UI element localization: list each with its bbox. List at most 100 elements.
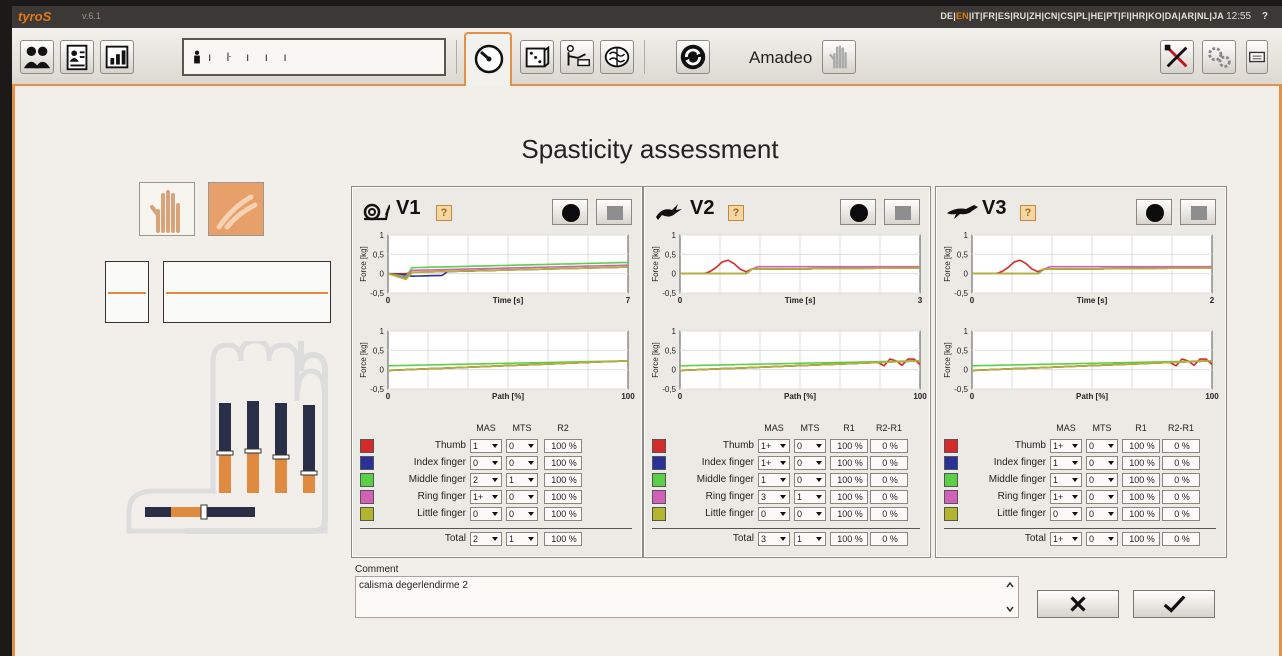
stop-button[interactable]: [1180, 199, 1216, 225]
language-option-da[interactable]: DA: [1164, 11, 1179, 21]
score-dropdown[interactable]: 1: [1050, 456, 1082, 470]
score-dropdown[interactable]: 0: [1050, 507, 1082, 521]
tab-cognitive[interactable]: [600, 40, 634, 74]
help-button[interactable]: ?: [1020, 205, 1036, 221]
score-dropdown[interactable]: 0: [1086, 439, 1118, 453]
score-dropdown[interactable]: 0: [506, 456, 538, 470]
score-dropdown[interactable]: 0: [794, 507, 826, 521]
total-dropdown[interactable]: 1+: [1050, 532, 1082, 546]
tab-therapy[interactable]: [560, 40, 594, 74]
language-option-ko[interactable]: KO: [1148, 11, 1162, 21]
total-dropdown[interactable]: 1: [794, 532, 826, 546]
score-dropdown[interactable]: 0: [794, 456, 826, 470]
total-value: 100 %: [1122, 532, 1160, 546]
language-option-en[interactable]: EN: [955, 11, 969, 21]
patient-file-button[interactable]: [60, 40, 94, 74]
score-dropdown[interactable]: 1: [794, 490, 826, 504]
trace-line: [108, 292, 146, 294]
tab-assessment[interactable]: [464, 32, 512, 88]
language-option-fi[interactable]: FI: [1120, 11, 1130, 21]
title-bar: tyroS v.6.1 DE|EN|IT|FR|ES|RU|ZH|CN|CS|P…: [12, 6, 1282, 28]
total-label: Total: [1024, 533, 1046, 544]
confirm-button[interactable]: [1133, 590, 1215, 618]
language-option-hr[interactable]: HR: [1131, 11, 1146, 21]
score-dropdown[interactable]: 0: [506, 439, 538, 453]
score-dropdown[interactable]: 1+: [470, 490, 502, 504]
score-dropdown[interactable]: 1+: [1050, 490, 1082, 504]
language-option-zh[interactable]: ZH: [1029, 11, 1042, 21]
tab-games[interactable]: [520, 40, 554, 74]
score-dropdown[interactable]: 0: [1086, 490, 1118, 504]
score-dropdown[interactable]: 0: [1086, 456, 1118, 470]
language-option-nl[interactable]: NL: [1196, 11, 1210, 21]
total-dropdown[interactable]: 1: [506, 532, 538, 546]
score-dropdown[interactable]: 1: [758, 473, 790, 487]
patient-name-field[interactable]: ı ŀ ı ı ı: [182, 38, 446, 76]
language-option-fr[interactable]: FR: [982, 11, 996, 21]
column-header: MTS: [512, 423, 532, 433]
total-dropdown[interactable]: 0: [1086, 532, 1118, 546]
scroll-up-icon[interactable]: [1006, 581, 1014, 588]
record-button[interactable]: [1136, 199, 1172, 225]
score-dropdown[interactable]: 2: [470, 473, 502, 487]
help-link[interactable]: ?: [1261, 11, 1268, 22]
score-dropdown[interactable]: 0: [470, 456, 502, 470]
total-dropdown[interactable]: 3: [758, 532, 790, 546]
reports-button[interactable]: [100, 40, 134, 74]
hand-device-button[interactable]: [822, 40, 856, 74]
score-dropdown[interactable]: 0: [470, 507, 502, 521]
score-dropdown[interactable]: 1+: [1050, 439, 1082, 453]
cancel-button[interactable]: [1037, 590, 1119, 618]
hand-view-button[interactable]: [139, 182, 195, 236]
language-option-cn[interactable]: CN: [1044, 11, 1058, 21]
stop-button[interactable]: [884, 199, 920, 225]
help-button[interactable]: ?: [728, 205, 744, 221]
keyboard-button[interactable]: [1246, 40, 1268, 74]
language-option-de[interactable]: DE: [940, 11, 954, 21]
stop-button[interactable]: [596, 199, 632, 225]
language-option-ja[interactable]: JA: [1212, 11, 1224, 21]
score-dropdown[interactable]: 0: [1086, 507, 1118, 521]
score-dropdown[interactable]: 1+: [758, 439, 790, 453]
score-dropdown[interactable]: 0: [758, 507, 790, 521]
total-dropdown[interactable]: 2: [470, 532, 502, 546]
color-swatch-index: [944, 456, 958, 470]
color-swatch-thumb: [944, 439, 958, 453]
score-dropdown[interactable]: 1: [1050, 473, 1082, 487]
score-value: 100 %: [544, 490, 582, 504]
record-button[interactable]: [552, 199, 588, 225]
record-button[interactable]: [840, 199, 876, 225]
score-dropdown[interactable]: 0: [506, 490, 538, 504]
language-option-es[interactable]: ES: [997, 11, 1011, 21]
language-option-pt[interactable]: PT: [1106, 11, 1119, 21]
comment-scrollbar[interactable]: [1003, 578, 1017, 616]
score-dropdown[interactable]: 0: [794, 473, 826, 487]
score-dropdown[interactable]: 1: [470, 439, 502, 453]
tools-button[interactable]: [1160, 40, 1194, 74]
language-option-ar[interactable]: AR: [1180, 11, 1195, 21]
language-selector[interactable]: DE|EN|IT|FR|ES|RU|ZH|CN|CS|PL|HE|PT|FI|H…: [940, 11, 1224, 21]
comment-textarea[interactable]: calisma degerlendirme 2: [355, 576, 1019, 618]
score-dropdown[interactable]: 3: [758, 490, 790, 504]
language-option-ru[interactable]: RU: [1012, 11, 1027, 21]
language-option-he[interactable]: HE: [1090, 11, 1104, 21]
score-dropdown[interactable]: 1: [506, 473, 538, 487]
help-button[interactable]: ?: [436, 205, 452, 221]
score-dropdown[interactable]: 1+: [758, 456, 790, 470]
score-dropdown[interactable]: 0: [506, 507, 538, 521]
language-option-cs[interactable]: CS: [1060, 11, 1074, 21]
patients-button[interactable]: [20, 40, 54, 74]
hand-side-view-button[interactable]: [208, 182, 264, 236]
row-label: Middle finger: [408, 474, 466, 485]
settings-button[interactable]: [1202, 40, 1236, 74]
language-option-it[interactable]: IT: [971, 11, 980, 21]
score-dropdown[interactable]: 0: [1086, 473, 1118, 487]
scroll-down-icon[interactable]: [1006, 606, 1014, 613]
language-option-pl[interactable]: PL: [1075, 11, 1088, 21]
sync-button[interactable]: [676, 40, 710, 74]
score-dropdown[interactable]: 0: [794, 439, 826, 453]
